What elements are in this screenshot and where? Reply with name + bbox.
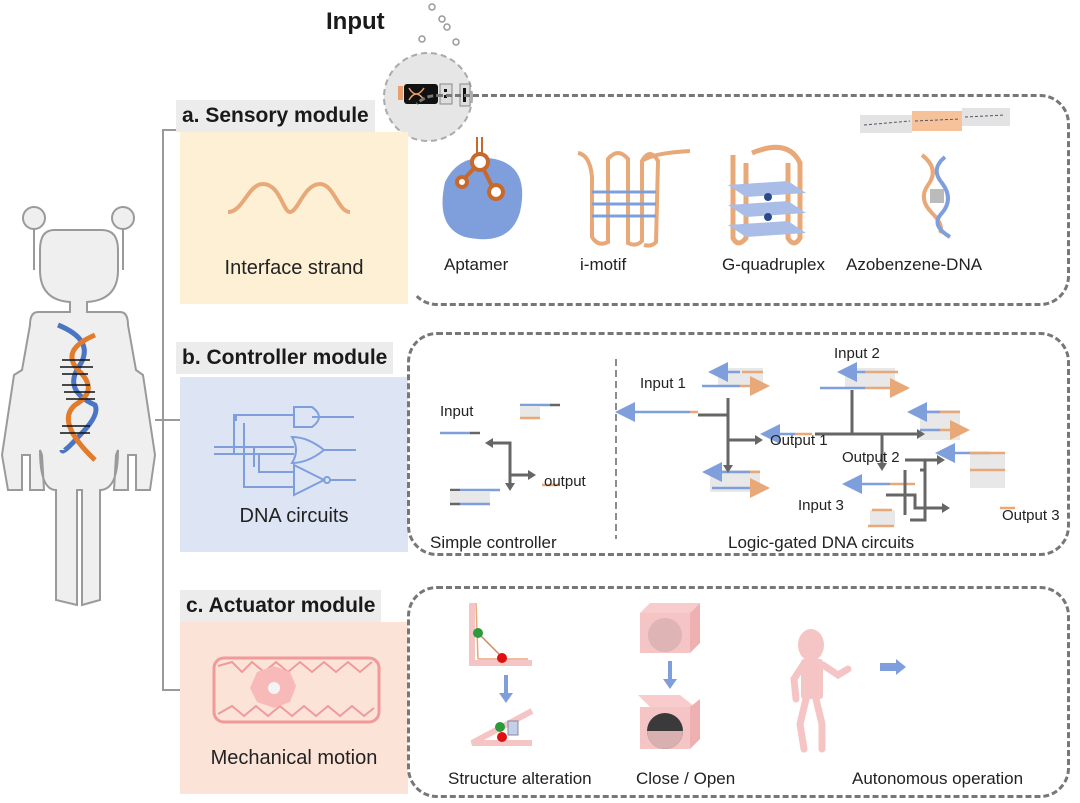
input-title: Input	[326, 8, 385, 35]
input-1-label: Input 1	[640, 375, 686, 392]
i-motif-label: i-motif	[580, 255, 627, 274]
logic-gated-diagram	[615, 362, 1015, 528]
controller-panel: Input output Simple controller	[407, 332, 1070, 556]
controller-module-label: DNA circuits	[239, 505, 349, 527]
robot-figure	[0, 206, 157, 607]
panel-divider	[615, 359, 617, 539]
aptamer-label: Aptamer	[444, 255, 509, 274]
sensory-module-label: Interface strand	[224, 257, 364, 279]
gear-rack-icon	[212, 656, 381, 724]
dna-helix-icon	[57, 322, 99, 462]
simple-output-label: output	[544, 473, 586, 490]
simple-input-label: Input	[440, 403, 474, 420]
output-1-label: Output 1	[770, 432, 828, 449]
azobenzene-dna-label: Azobenzene-DNA	[846, 255, 983, 274]
input-2-label: Input 2	[834, 345, 880, 362]
hinge-icon	[469, 602, 534, 746]
structure-alteration-label: Structure alteration	[448, 769, 592, 788]
controller-module-box: DNA circuits	[180, 377, 408, 552]
output-3-label: Output 3	[1002, 507, 1060, 524]
logic-gates-icon	[214, 406, 356, 497]
close-open-label: Close / Open	[636, 769, 736, 788]
actuator-module-header: c. Actuator module	[180, 590, 382, 622]
actuator-panel: Structure alteration Close / Open Autono…	[407, 586, 1070, 798]
actuator-module-label: Mechanical motion	[210, 747, 378, 769]
actuator-module-box: Mechanical motion	[180, 622, 408, 794]
g-quadruplex-label: G-quadruplex	[722, 255, 826, 274]
sensory-module-box: Interface strand	[180, 132, 408, 304]
controller-module-header: b. Controller module	[176, 342, 394, 374]
sensory-panel: Aptamer i-motif G-quadruplex Azobenzene-…	[407, 94, 1070, 306]
aptamer-icon	[442, 137, 523, 240]
box-lid-icon	[638, 603, 700, 749]
input-3-label: Input 3	[798, 497, 844, 514]
i-motif-icon	[577, 149, 691, 248]
output-2-label: Output 2	[842, 449, 900, 466]
walking-figure-icon	[790, 629, 906, 753]
wave-strand-icon	[227, 181, 351, 215]
logic-gated-caption: Logic-gated DNA circuits	[728, 533, 915, 552]
autonomous-operation-label: Autonomous operation	[852, 769, 1024, 788]
simple-controller-caption: Simple controller	[430, 533, 557, 552]
simple-controller-diagram	[440, 403, 560, 506]
sensory-module-header: a. Sensory module	[176, 100, 375, 132]
azobenzene-dna-icon	[860, 108, 1010, 239]
g-quadruplex-icon	[728, 144, 806, 246]
